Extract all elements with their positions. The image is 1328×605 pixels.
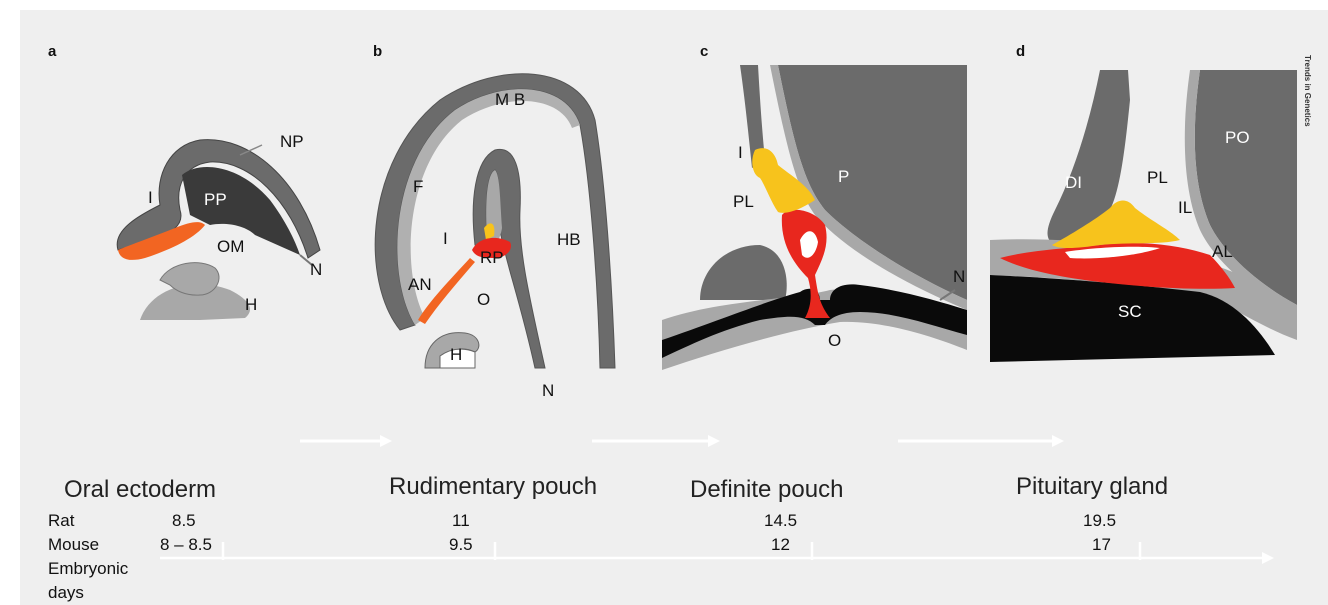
panel-b-label-hb: HB: [557, 230, 581, 249]
panel-c-label-i: I: [738, 143, 743, 162]
mouse-value-4: 17: [1092, 535, 1111, 554]
panel-d-label-pl: PL: [1147, 168, 1168, 187]
panel-d-label-po: PO: [1225, 128, 1250, 147]
row-label-rat: Rat: [48, 511, 75, 530]
panel-b-label-an: AN: [408, 275, 432, 294]
panel-c-letter: c: [700, 43, 708, 60]
arrow-head-2: [708, 435, 720, 447]
stage-definite-pouch: Definite pouch: [690, 476, 843, 503]
panel-d-letter: d: [1016, 43, 1025, 60]
rat-value-3: 14.5: [764, 511, 797, 530]
panel-d-label-sc: SC: [1118, 302, 1142, 321]
panel-b-label-n: N: [542, 381, 554, 400]
panel-b-letter: b: [373, 43, 382, 60]
panel-d-watermark: Trends in Genetics: [1303, 55, 1312, 127]
panel-a-label-h: H: [245, 295, 257, 314]
panel-c-label-o: O: [828, 331, 841, 350]
panel-b-label-rp: RP: [480, 248, 504, 267]
arrow-head-3: [1052, 435, 1064, 447]
axis-label-embryonic: Embryonic: [48, 559, 129, 578]
panel-b-label-f: F: [413, 177, 423, 196]
panel-b-label-mb: M B: [495, 90, 525, 109]
panel-b-label-h: H: [450, 345, 462, 364]
arrow-head-1: [380, 435, 392, 447]
stage-oral-ectoderm: Oral ectoderm: [64, 476, 216, 503]
stage-names: Oral ectoderm Rudimentary pouch Definite…: [64, 473, 1168, 503]
axis-label-days: days: [48, 583, 84, 602]
panel-a-label-np: NP: [280, 132, 304, 151]
panel-d-label-il: IL: [1178, 198, 1192, 217]
mouse-value-3: 12: [771, 535, 790, 554]
row-label-mouse: Mouse: [48, 535, 99, 554]
panel-a-label-om: OM: [217, 237, 244, 256]
mouse-value-2: 9.5: [449, 535, 473, 554]
panel-c-label-p: P: [838, 167, 849, 186]
panel-c-label-n: N: [953, 267, 965, 286]
panel-b-label-o: O: [477, 290, 490, 309]
panel-d-label-al: AL: [1212, 242, 1233, 261]
panel-a: a NP I PP OM N H: [48, 43, 322, 320]
panel-a-label-pp: PP: [204, 190, 227, 209]
panel-c: c I PL P N O: [662, 43, 967, 387]
panel-a-label-i: I: [148, 188, 153, 207]
panel-b-label-i: I: [443, 229, 448, 248]
mouse-value-1: 8 – 8.5: [160, 535, 212, 554]
rat-value-1: 8.5: [172, 511, 196, 530]
panel-a-label-n: N: [310, 260, 322, 279]
panel-b: b M B F I AN RP HB O H N: [373, 43, 615, 400]
stage-pituitary-gland: Pituitary gland: [1016, 473, 1168, 500]
timeline-arrowhead: [1262, 552, 1274, 564]
timeline: Rat Mouse Embryonic days 8.5 11 14.5 19.…: [48, 511, 1274, 602]
rat-value-4: 19.5: [1083, 511, 1116, 530]
panel-d: d Trends in Genetics PO DI PL IL AL SC: [990, 43, 1312, 365]
panel-a-letter: a: [48, 43, 57, 60]
stage-rudimentary-pouch: Rudimentary pouch: [389, 473, 597, 500]
stage-arrows: [300, 435, 1064, 447]
panel-c-label-pl: PL: [733, 192, 754, 211]
panel-d-label-di: DI: [1065, 173, 1082, 192]
rat-value-2: 11: [452, 511, 470, 530]
